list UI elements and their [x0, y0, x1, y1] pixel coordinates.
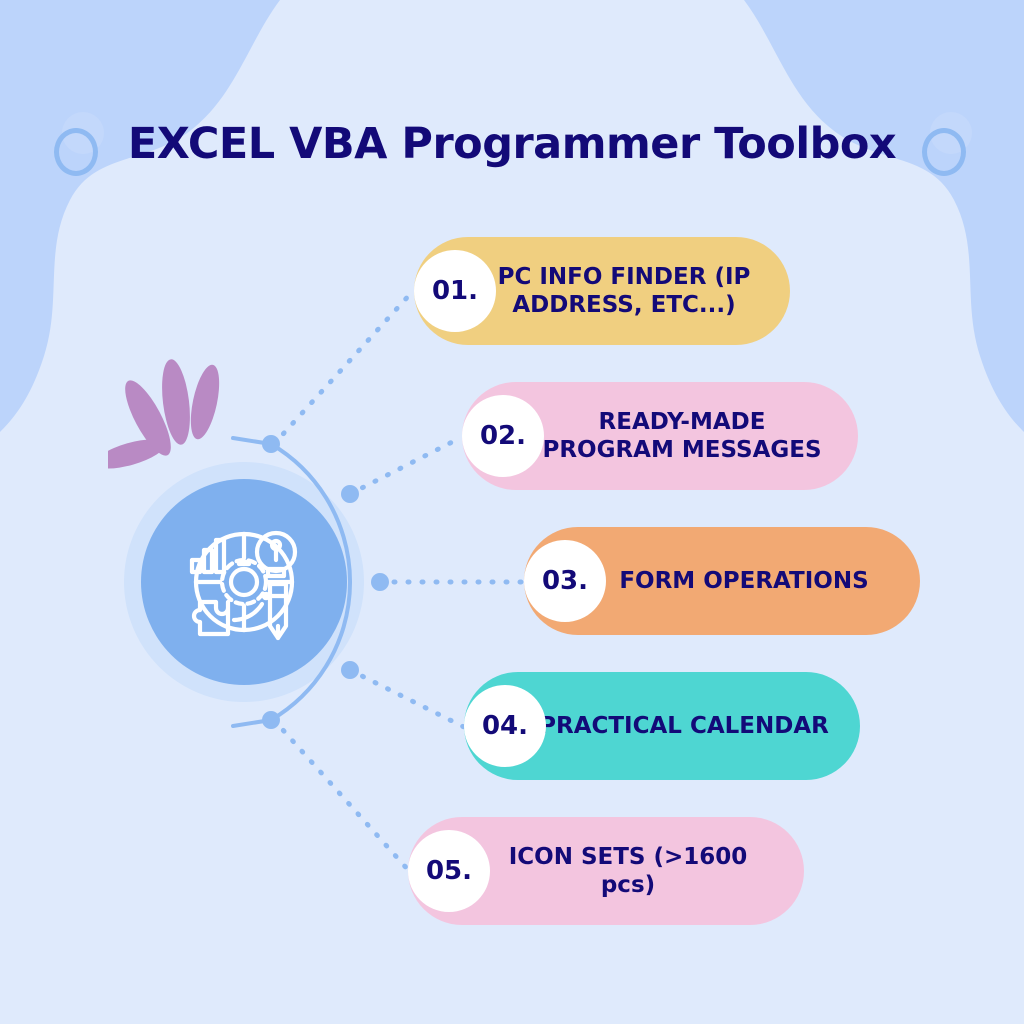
item-number-badge: 02.	[462, 395, 544, 477]
ring-circle-decoration-left-icon	[50, 108, 106, 180]
page-title: EXCEL VBA Programmer Toolbox	[127, 118, 897, 169]
item-label: PC INFO FINDER (IP ADDRESS, ETC...)	[497, 263, 751, 318]
list-item[interactable]: ICON SETS (>1600 pcs) 05.	[408, 817, 804, 925]
item-number: 03.	[541, 566, 589, 596]
item-label: FORM OPERATIONS	[619, 567, 869, 594]
item-label: ICON SETS (>1600 pcs)	[508, 843, 748, 898]
item-label: PRACTICAL CALENDAR	[539, 712, 829, 739]
purple-petal-fan-decoration-icon	[108, 359, 220, 469]
list-item[interactable]: READY-MADE PROGRAM MESSAGES 02.	[462, 382, 858, 490]
strategy-gear-bulb-puzzle-pencil-icon	[189, 530, 298, 641]
list-item[interactable]: FORM OPERATIONS 03.	[524, 527, 920, 635]
item-number-badge: 04.	[464, 685, 546, 767]
item-number: 01.	[431, 276, 479, 306]
ring-circle-decoration-right-icon	[918, 108, 974, 180]
center-icon-circle	[141, 479, 347, 685]
item-number-badge: 03.	[524, 540, 606, 622]
item-pill[interactable]: PC INFO FINDER (IP ADDRESS, ETC...)	[414, 237, 790, 345]
list-item[interactable]: PC INFO FINDER (IP ADDRESS, ETC...) 01.	[414, 237, 790, 345]
item-number: 05.	[425, 856, 473, 886]
item-number-badge: 05.	[408, 830, 490, 912]
header: EXCEL VBA Programmer Toolbox	[0, 96, 1024, 192]
item-label: READY-MADE PROGRAM MESSAGES	[542, 408, 822, 463]
item-number: 04.	[481, 711, 529, 741]
item-pill[interactable]: FORM OPERATIONS	[524, 527, 920, 635]
list-item[interactable]: PRACTICAL CALENDAR 04.	[464, 672, 860, 780]
item-number: 02.	[479, 421, 527, 451]
item-number-badge: 01.	[414, 250, 496, 332]
